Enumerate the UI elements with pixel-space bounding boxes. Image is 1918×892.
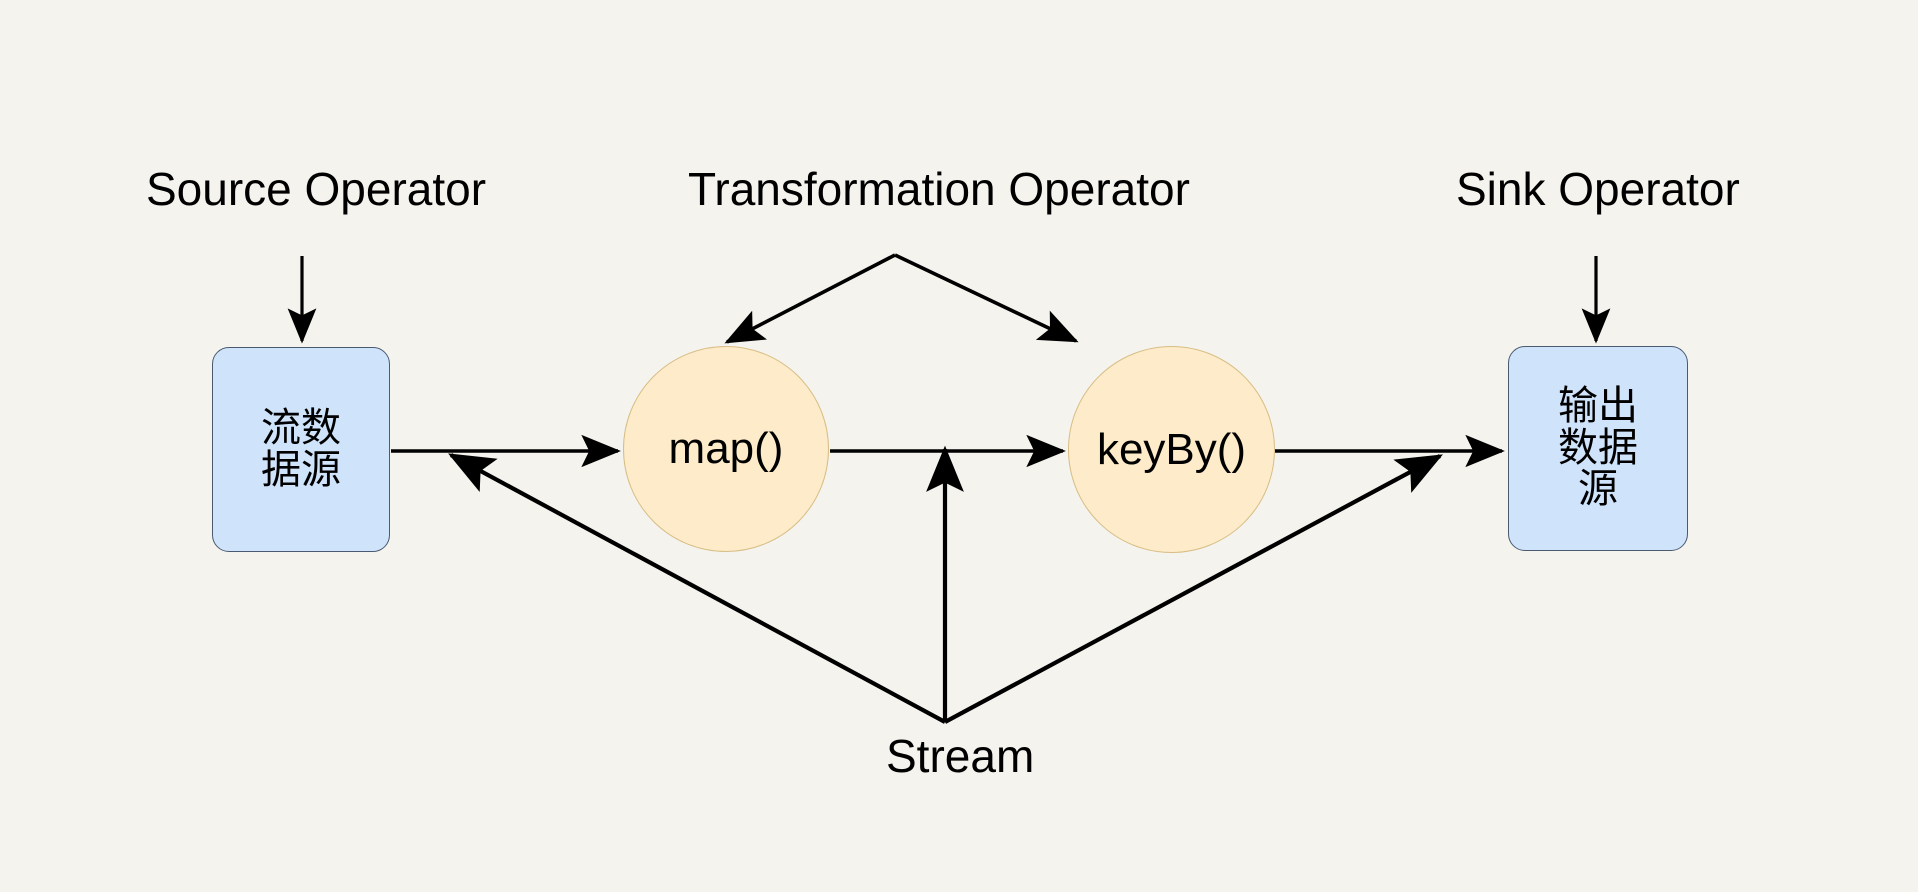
node-map[interactable]: map() — [623, 346, 829, 552]
label-sink-operator: Sink Operator — [1456, 163, 1740, 215]
arrow-transformation-label-to-map — [724, 253, 896, 344]
node-keyby[interactable]: keyBy() — [1068, 346, 1275, 553]
label-stream: Stream — [886, 730, 1035, 782]
node-source[interactable]: 流数 据源 — [212, 347, 390, 552]
label-transformation-operator: Transformation Operator — [688, 163, 1190, 215]
arrow-transformation-label-to-keyby — [894, 253, 1079, 343]
node-sink[interactable]: 输出 数据 源 — [1508, 346, 1688, 551]
label-source-operator: Source Operator — [146, 163, 487, 215]
